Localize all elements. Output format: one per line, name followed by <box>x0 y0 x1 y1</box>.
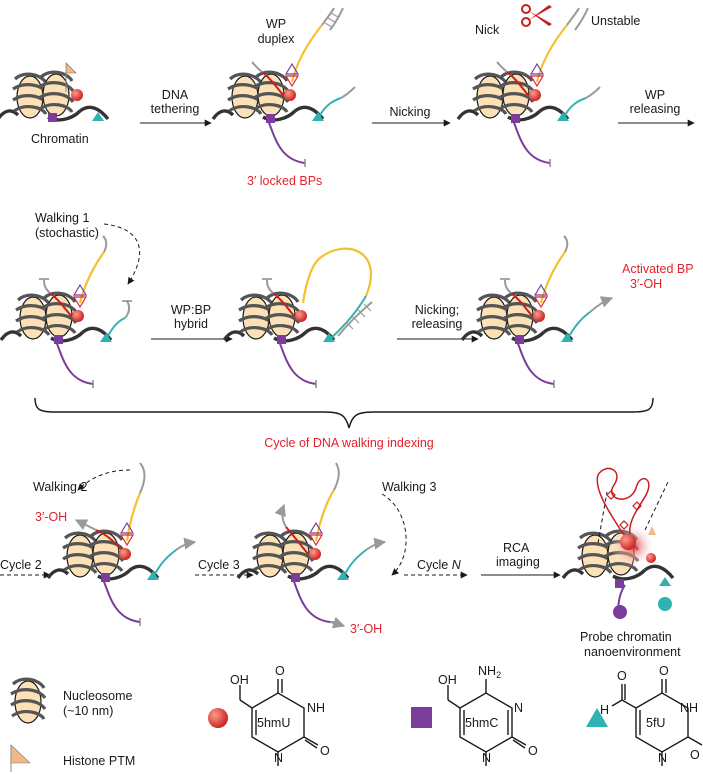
label-cycle2: Cycle 2 <box>0 558 42 572</box>
arrow-walking1 <box>103 223 141 285</box>
label-walking3: Walking 3 <box>382 480 436 494</box>
label-nicking: Nicking <box>390 105 431 119</box>
chem-5hmu-nh: NH <box>307 701 325 715</box>
label-wp: WP <box>266 17 286 31</box>
row2-state3 <box>462 235 614 388</box>
label-probe-1: Probe chromatin <box>580 630 672 644</box>
chem-5hmu-name: 5hmU <box>257 716 290 730</box>
cycle-brace <box>34 397 654 429</box>
scissors-icon <box>521 4 552 27</box>
label-oh-3: 3′-OH <box>350 622 382 636</box>
row1-state1 <box>0 62 108 122</box>
label-cycle-indexing: Cycle of DNA walking indexing <box>264 436 434 450</box>
row3-state2 <box>238 462 387 629</box>
legend-nucleosome-1: Nucleosome <box>63 689 133 703</box>
chem-5hmu-oh: OH <box>230 673 249 687</box>
chem-5hmc-oh: OH <box>438 673 457 687</box>
structure-5hmc <box>447 679 527 766</box>
5hmu-marker <box>71 89 83 101</box>
chem-5hmu-o-right: O <box>320 744 330 758</box>
5hmc-marker <box>48 113 57 122</box>
label-activated-oh: 3′-OH <box>630 277 662 291</box>
legend-nucleosome-icon <box>9 677 47 725</box>
chem-5fu-name: 5fU <box>646 716 665 730</box>
label-walking1-2: (stochastic) <box>35 226 99 240</box>
chem-5hmc-nh2: NH2 <box>478 664 501 680</box>
label-walking2: Walking 2 <box>33 480 87 494</box>
arrow-walking2 <box>77 469 131 491</box>
label-cycle3: Cycle 3 <box>198 558 240 572</box>
chem-5fu-o-right: O <box>690 748 700 762</box>
histone-ptm-flag <box>65 62 77 74</box>
label-cycleN: Cycle N <box>417 558 462 572</box>
legend-histone-ptm: Histone PTM <box>63 754 135 768</box>
chem-5hmc-name: 5hmC <box>465 716 498 730</box>
chem-5hmu-o-top: O <box>275 664 285 678</box>
chem-5hmc-n-ring: N <box>514 701 523 715</box>
legend-5hmc-marker <box>411 707 432 728</box>
label-dna-tethering-1: DNA <box>162 88 189 102</box>
row2-state1 <box>1 235 132 388</box>
chem-5fu-h: H <box>600 703 609 717</box>
label-wp-bp-2: hybrid <box>174 317 208 331</box>
chem-5fu-n: N <box>658 751 667 765</box>
chem-5fu-nh: NH <box>680 701 698 715</box>
label-nick: Nick <box>475 23 500 37</box>
row2-state2 <box>224 247 373 388</box>
legend-5fu-marker <box>586 708 608 727</box>
structure-5hmu <box>239 679 319 766</box>
row1-state2 <box>213 7 356 167</box>
chem-5hmc-o-right: O <box>528 744 538 758</box>
label-chromatin: Chromatin <box>31 132 89 146</box>
label-oh-2: 3′-OH <box>35 510 67 524</box>
chem-5hmc-n: N <box>482 751 491 765</box>
label-walking1-1: Walking 1 <box>35 211 89 225</box>
label-wp-releasing-1: WP <box>645 88 665 102</box>
label-locked-bps: 3′ locked BPs <box>247 174 322 188</box>
arrow-walking3 <box>381 493 407 576</box>
label-nicking-releasing-2: releasing <box>412 317 463 331</box>
legend-nucleosome-2: (~10 nm) <box>63 704 113 718</box>
label-wp-bp-1: WP:BP <box>171 303 211 317</box>
legend-histone-ptm-icon <box>10 744 31 772</box>
legend-5hmu-marker <box>208 708 228 728</box>
chem-5fu-o-top: O <box>659 664 669 678</box>
label-imaging: imaging <box>496 555 540 569</box>
label-unstable: Unstable <box>591 14 640 28</box>
row3-state1 <box>48 462 197 626</box>
structure-5fu <box>611 679 703 766</box>
label-probe-2: nanoenvironment <box>584 645 681 659</box>
label-nicking-releasing-1: Nicking; <box>415 303 459 317</box>
row1-state3 <box>458 4 601 167</box>
chem-5fu-o-cho: O <box>617 669 627 683</box>
label-activated-bp: Activated BP <box>622 262 694 276</box>
5fu-marker <box>92 112 104 121</box>
label-duplex: duplex <box>258 32 296 46</box>
label-rca: RCA <box>503 541 530 555</box>
chem-5hmu-n: N <box>274 751 283 765</box>
label-wp-releasing-2: releasing <box>630 102 681 116</box>
label-dna-tethering-2: tethering <box>151 102 200 116</box>
row3-state3 <box>563 467 673 619</box>
